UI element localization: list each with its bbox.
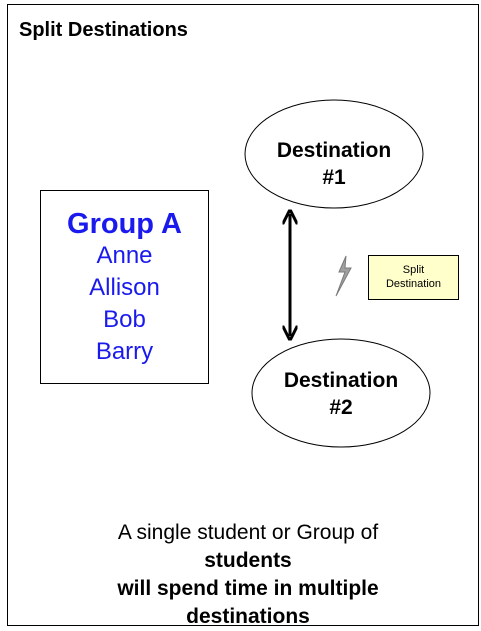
destination-1-ellipse bbox=[244, 99, 424, 209]
caption-line-1: A single student or Group of students bbox=[117, 521, 379, 572]
group-box: Group A Anne Allison Bob Barry bbox=[40, 190, 209, 384]
split-destination-tooltip: Split Destination bbox=[368, 255, 459, 300]
destination-2-label: Destination #2 bbox=[283, 369, 399, 419]
caption-line-3: destinations bbox=[186, 605, 310, 628]
member-name: Allison bbox=[89, 274, 160, 301]
destination-1-label: Destination #1 bbox=[276, 139, 392, 189]
destination-2-ellipse bbox=[251, 338, 431, 448]
group-name: Group A bbox=[67, 208, 182, 240]
member-name: Barry bbox=[95, 338, 154, 365]
caption: A single student or Group of students wi… bbox=[20, 519, 476, 631]
caption-line-2: will spend time in multiple bbox=[117, 577, 379, 600]
member-name: Anne bbox=[96, 242, 153, 269]
lightning-bolt-icon bbox=[335, 255, 352, 297]
member-name: Bob bbox=[103, 306, 146, 333]
page-title: Split Destinations bbox=[19, 19, 188, 41]
